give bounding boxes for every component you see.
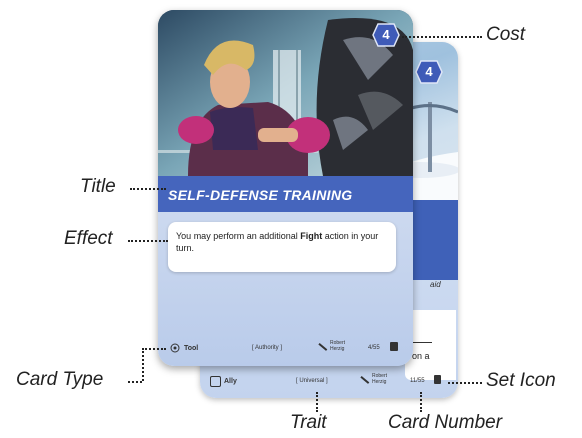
back-card-trait: [ Universal ] xyxy=(296,378,328,384)
card-type-leader-h xyxy=(128,381,142,383)
back-card-artist: Robert Herzig xyxy=(372,373,388,385)
effect-text: You may perform an additional Fight acti… xyxy=(176,230,390,254)
card-number: 4/55 xyxy=(368,345,380,351)
card-type-leader-h2 xyxy=(142,348,166,350)
card-type-label: Card Type xyxy=(16,369,104,390)
card-number-leader-line xyxy=(420,392,422,412)
card-type-leader-v xyxy=(142,348,144,381)
artist-brush-icon xyxy=(318,342,328,351)
front-card: SELF-DEFENSE TRAINING You may perform an… xyxy=(158,10,413,366)
back-card-type: Ally xyxy=(224,378,237,385)
tool-type-icon xyxy=(170,343,180,353)
effect-box: You may perform an additional Fight acti… xyxy=(168,222,396,272)
card-number-label: Card Number xyxy=(388,412,503,433)
card-title: SELF-DEFENSE TRAINING xyxy=(168,187,353,203)
front-card-title-band xyxy=(158,176,413,212)
set-icon-label: Set Icon xyxy=(486,370,556,391)
back-card-effect-text: on a xyxy=(412,351,430,361)
back-card-set-icon xyxy=(434,375,441,384)
title-label: Title xyxy=(80,176,116,197)
set-icon-leader-line xyxy=(448,382,482,384)
effect-leader-line xyxy=(128,240,168,242)
front-card-art xyxy=(158,10,413,176)
front-card-cost-badge xyxy=(372,23,400,47)
cost-label: Cost xyxy=(486,24,526,45)
back-card-cost: 4 xyxy=(425,64,433,79)
back-card-cost-badge xyxy=(415,60,443,84)
effect-label: Effect xyxy=(64,228,113,249)
effect-text-start: You may perform an additional xyxy=(176,231,301,241)
card-artist: Robert Herzig xyxy=(330,340,346,352)
card-trait: [ Authority ] xyxy=(252,345,283,351)
trait-leader-line xyxy=(316,392,318,412)
effect-text-end: action in your turn. xyxy=(176,231,379,253)
card-type: Tool xyxy=(184,345,199,352)
back-card-effect-box xyxy=(405,310,456,380)
effect-keyword: Fight xyxy=(300,231,323,241)
ally-type-icon xyxy=(210,376,221,387)
back-card-number: 11/55 xyxy=(410,378,425,384)
set-icon xyxy=(390,342,398,351)
title-leader-line xyxy=(130,188,166,190)
back-card-effect-line xyxy=(412,342,432,343)
cost-leader-line xyxy=(402,36,482,38)
back-card-artist-brush-icon xyxy=(360,375,370,384)
trait-label: Trait xyxy=(290,412,327,433)
front-card-cost: 4 xyxy=(382,27,390,42)
back-card-flavor: aid xyxy=(430,280,441,289)
